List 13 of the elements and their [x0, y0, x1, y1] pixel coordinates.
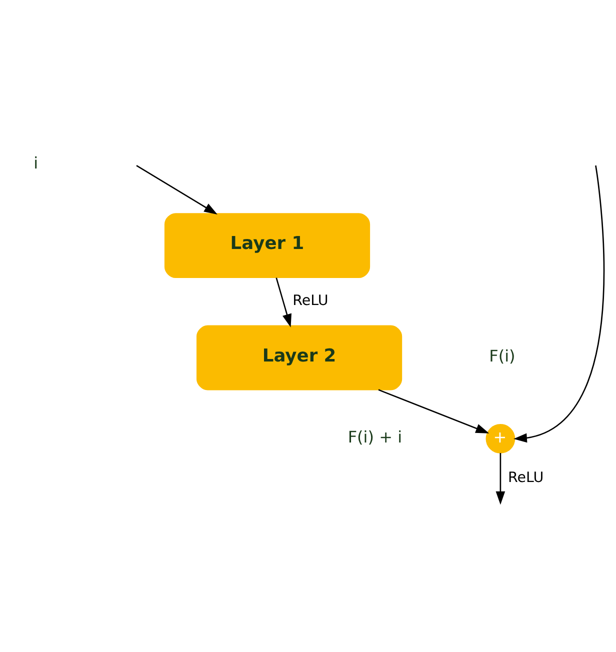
edge-label: ReLU [508, 470, 544, 486]
node-circle: + [486, 424, 516, 454]
label: F(i) [489, 346, 516, 366]
arrow [136, 164, 218, 215]
arrow [276, 278, 292, 328]
edge-label: ReLU [292, 293, 328, 310]
node-box: Layer 2 [196, 325, 402, 390]
node-box: Layer 1 [164, 213, 370, 278]
arrow [496, 453, 506, 505]
label: F(i) + i [348, 428, 402, 447]
arrow [514, 165, 605, 443]
arrow [378, 389, 490, 434]
label: i [34, 153, 38, 172]
